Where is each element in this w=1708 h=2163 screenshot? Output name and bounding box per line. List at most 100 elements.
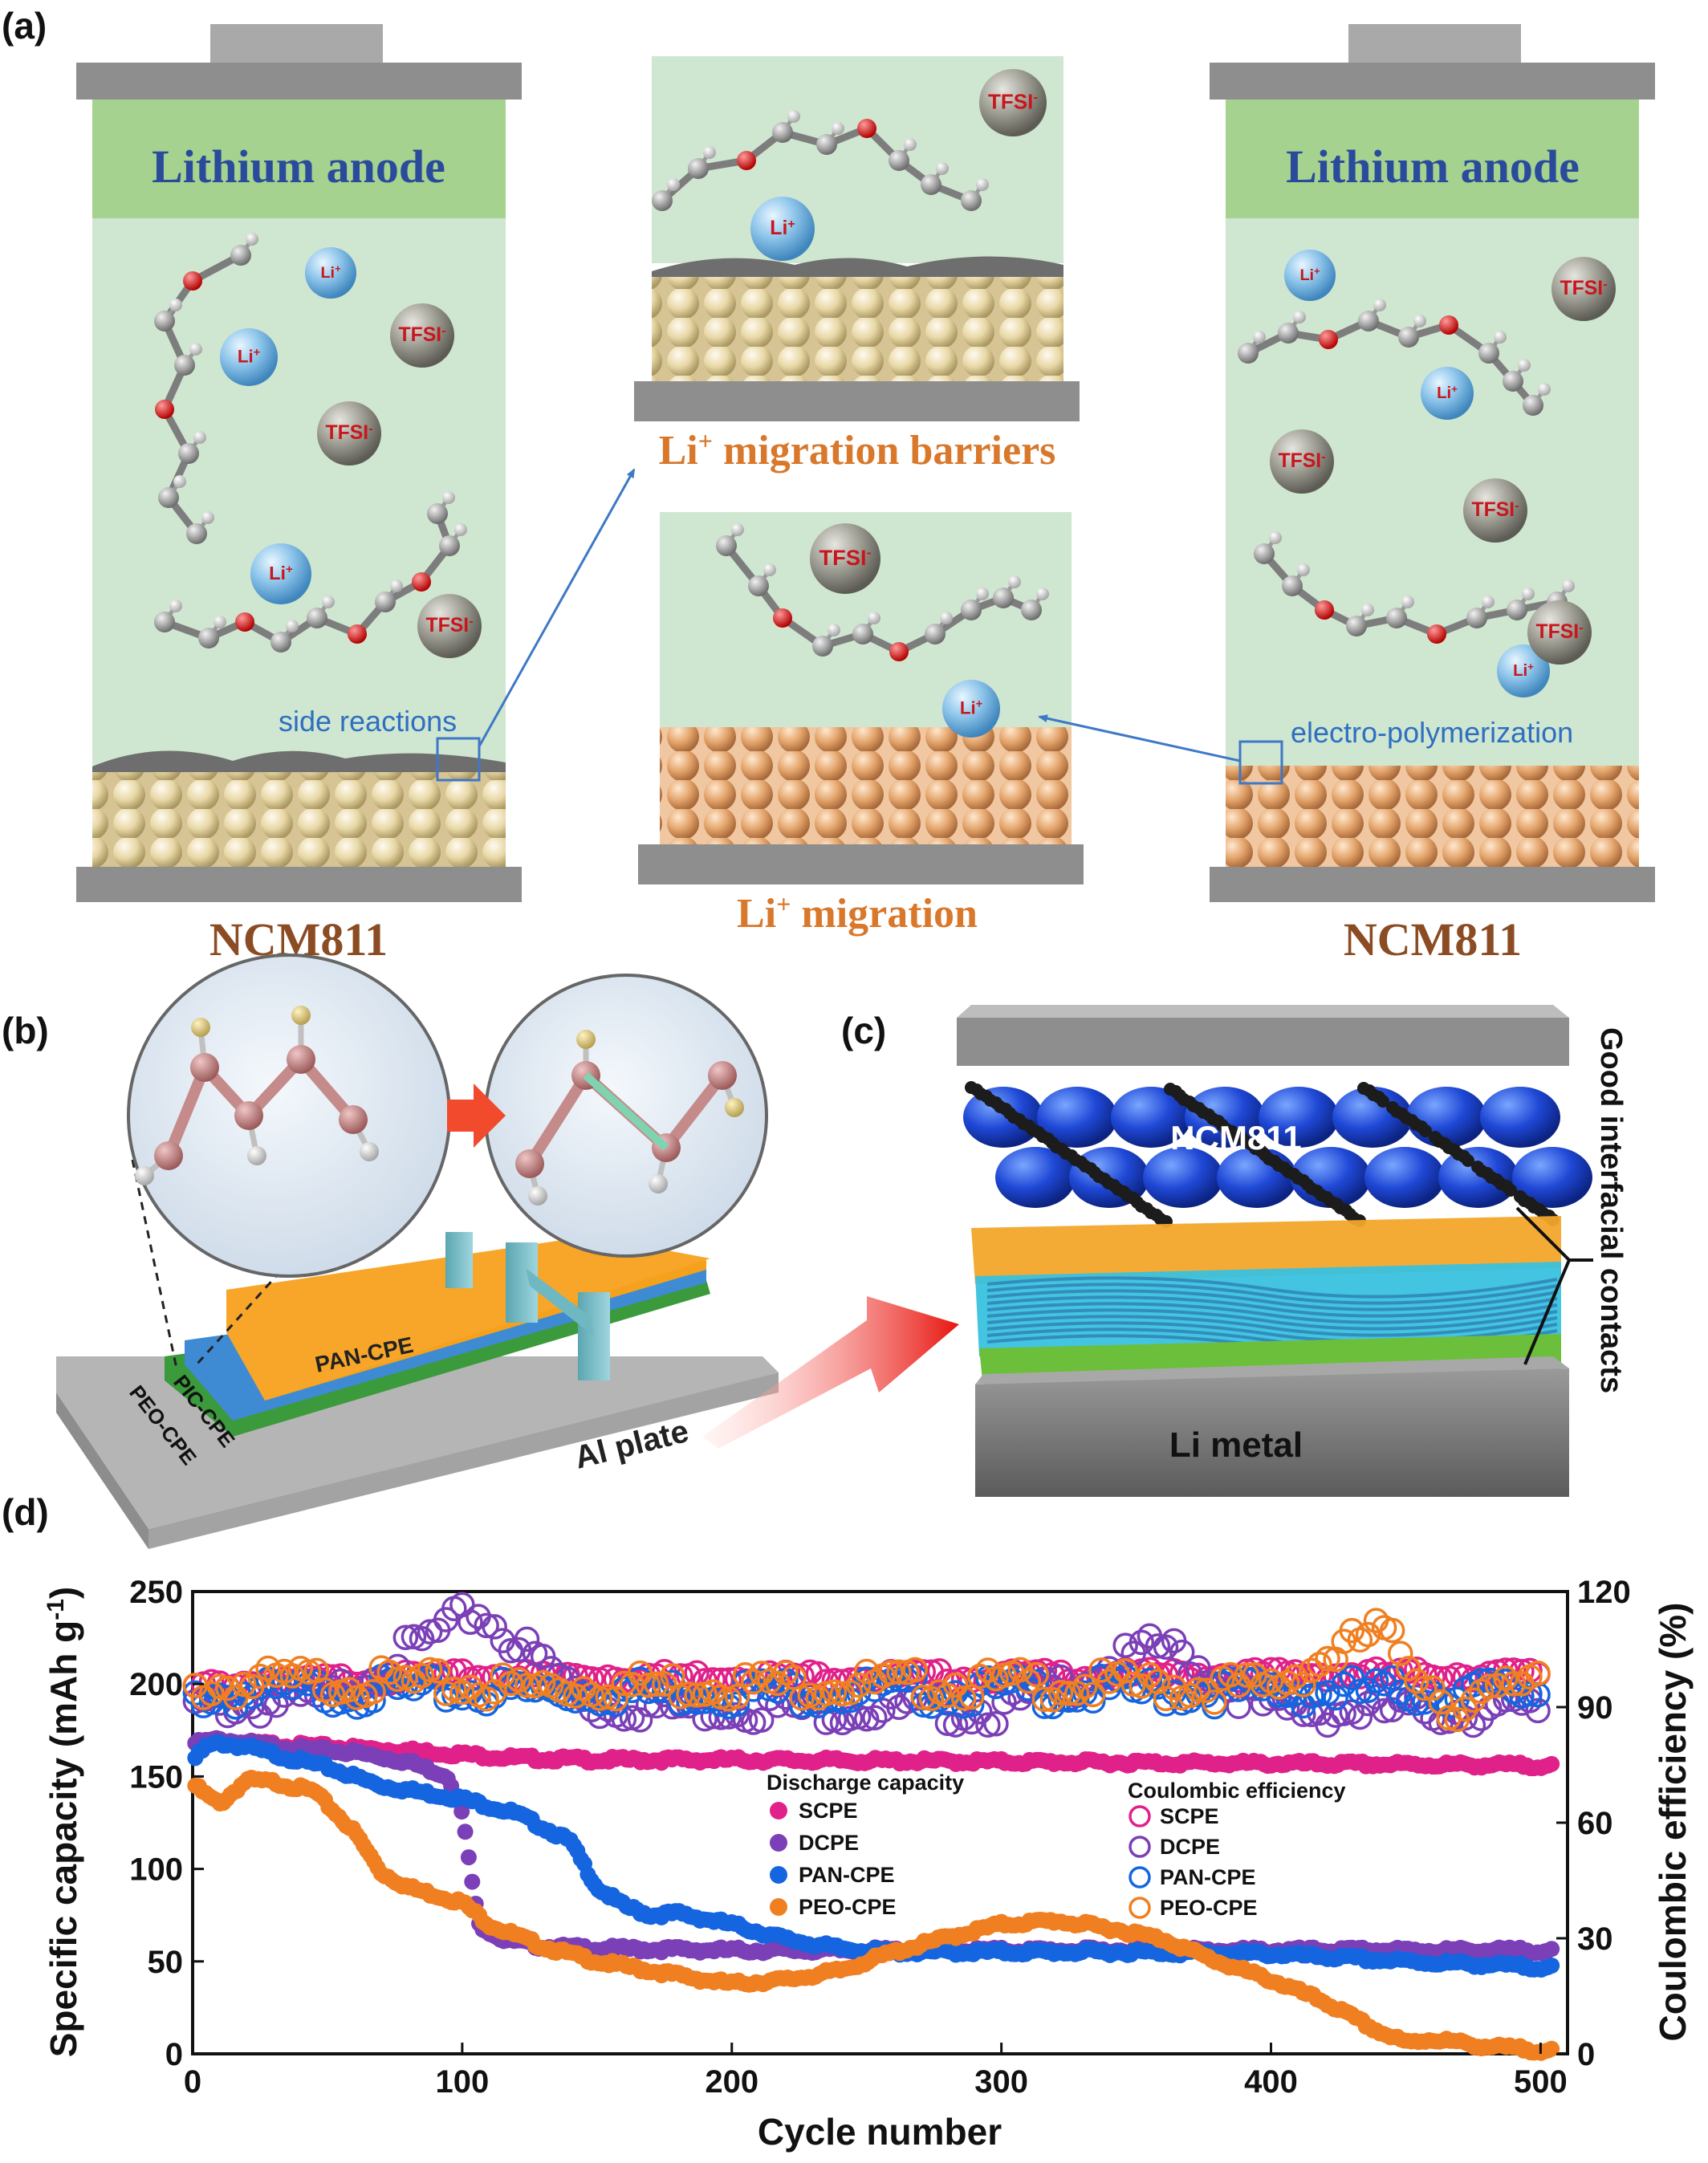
ce-point (482, 1614, 507, 1640)
ce-point (1355, 1621, 1381, 1648)
panel-b-letter: (b) (2, 1010, 49, 1051)
tfsi-ion: TFSI- (1270, 429, 1334, 494)
ncm-particle (1259, 1087, 1339, 1148)
ce-point (392, 1624, 419, 1651)
carbon-particle (1287, 1168, 1300, 1181)
ce-point (1063, 1681, 1090, 1706)
svg-text:Li+: Li+ (1299, 264, 1320, 284)
capacity-pan-cpe (187, 1734, 1560, 1978)
carbon-particle (1386, 1101, 1399, 1114)
capacity-point (1543, 2040, 1560, 2057)
chain-atom (234, 1101, 263, 1130)
carbon-particle (1202, 1108, 1215, 1121)
ce-point (295, 1659, 322, 1685)
ce-point (425, 1658, 451, 1684)
svg-text:Li+: Li+ (238, 346, 260, 366)
tfsi-ion: TFSI- (1463, 478, 1527, 543)
ce-point (975, 1712, 1001, 1738)
legend-label: PAN-CPE (1160, 1865, 1256, 1889)
carbon-particle (1013, 1113, 1026, 1126)
ce-point (1323, 1685, 1348, 1711)
ce-point (837, 1687, 864, 1714)
ce-point (1072, 1673, 1098, 1700)
y-tick-label: 250 (129, 1575, 183, 1610)
ncm-particle (1037, 1087, 1117, 1148)
capacity-point (453, 1803, 470, 1820)
y-axis-label: Specific capacity (mAh g-1) (43, 1587, 85, 2058)
ce-point (1031, 1686, 1058, 1713)
y-tick-label: 100 (129, 1852, 183, 1888)
chain-atom (291, 1006, 311, 1025)
ce-point (474, 1612, 499, 1639)
legend-ce-title: Coulombic efficiency (1128, 1779, 1346, 1803)
svg-text:Li+: Li+ (770, 218, 795, 240)
capacity-point (1543, 1958, 1560, 1974)
ce-point (886, 1659, 912, 1685)
ce-point (514, 1673, 540, 1698)
chain-atom (515, 1149, 544, 1178)
ce-point (1080, 1681, 1106, 1708)
tfsi-ion: TFSI- (417, 594, 482, 658)
carbon-particle (1075, 1156, 1088, 1169)
svg-text:TFSI-: TFSI- (988, 89, 1038, 114)
chain-atom (528, 1186, 547, 1206)
ce-point (490, 1662, 516, 1688)
carbon-particle (1193, 1102, 1206, 1115)
ce-point (1363, 1684, 1389, 1710)
top-inset: Li+ migration barriers (634, 56, 1080, 474)
legend-marker (770, 1802, 787, 1819)
ce-point (910, 1684, 936, 1710)
li-ion: Li+ (250, 543, 311, 604)
ce-point (1063, 1687, 1090, 1713)
carbon-particle (970, 1084, 983, 1096)
ncm-particle (1111, 1087, 1191, 1148)
ce-point (1112, 1632, 1138, 1658)
chain-bond (583, 1072, 669, 1151)
carbon-particle (990, 1096, 1002, 1109)
polymer-fiber (986, 1289, 1558, 1311)
ce-point (934, 1710, 961, 1736)
li-ion: Li+ (1284, 250, 1336, 301)
li-ion: Li+ (220, 328, 278, 386)
ce-point (336, 1677, 362, 1702)
carbon-particle (1405, 1114, 1418, 1127)
carbon-particle (980, 1090, 993, 1103)
chain-atom (154, 1141, 183, 1170)
carbon-particle (1330, 1197, 1343, 1210)
ce-point (740, 1677, 767, 1702)
capacity-point (464, 1873, 481, 1890)
carbon-particle (1297, 1174, 1310, 1187)
capacity-point (1543, 1941, 1560, 1958)
ce-point (1023, 1661, 1050, 1688)
ce-point (652, 1677, 677, 1704)
ce-point (1501, 1671, 1527, 1697)
y2-tick-label: 0 (1577, 2037, 1595, 2072)
ce-point (409, 1625, 435, 1652)
carbon-particle (1268, 1155, 1281, 1168)
ce-point (1291, 1672, 1316, 1697)
ncm-particle (1143, 1147, 1223, 1208)
ce-point (1388, 1641, 1413, 1666)
ce-point (1258, 1668, 1284, 1694)
legend-marker (1128, 1805, 1151, 1828)
ncm-particle (1185, 1087, 1265, 1148)
ce-point (247, 1663, 273, 1689)
ce-point (942, 1672, 969, 1698)
legend-marker (770, 1834, 787, 1852)
svg-text:Li+: Li+ (320, 262, 340, 282)
ncm-particle (1364, 1147, 1445, 1208)
polymer-fiber (986, 1283, 1558, 1305)
legend-marker (1128, 1836, 1151, 1858)
ce-point (652, 1671, 677, 1697)
x-tick-label: 0 (184, 2064, 201, 2100)
capacity-point (460, 1849, 477, 1866)
chain-bond (524, 1070, 592, 1169)
carbon-particle (1141, 1202, 1153, 1215)
x-axis-label: Cycle number (758, 2111, 1002, 2153)
polymer-fiber (986, 1302, 1558, 1324)
carbon-particle (1415, 1120, 1428, 1133)
ce-point (1145, 1633, 1171, 1659)
carbon-particle (1533, 1203, 1546, 1216)
carbon-particle (1150, 1209, 1163, 1222)
x-tick-label: 300 (974, 2064, 1028, 2100)
